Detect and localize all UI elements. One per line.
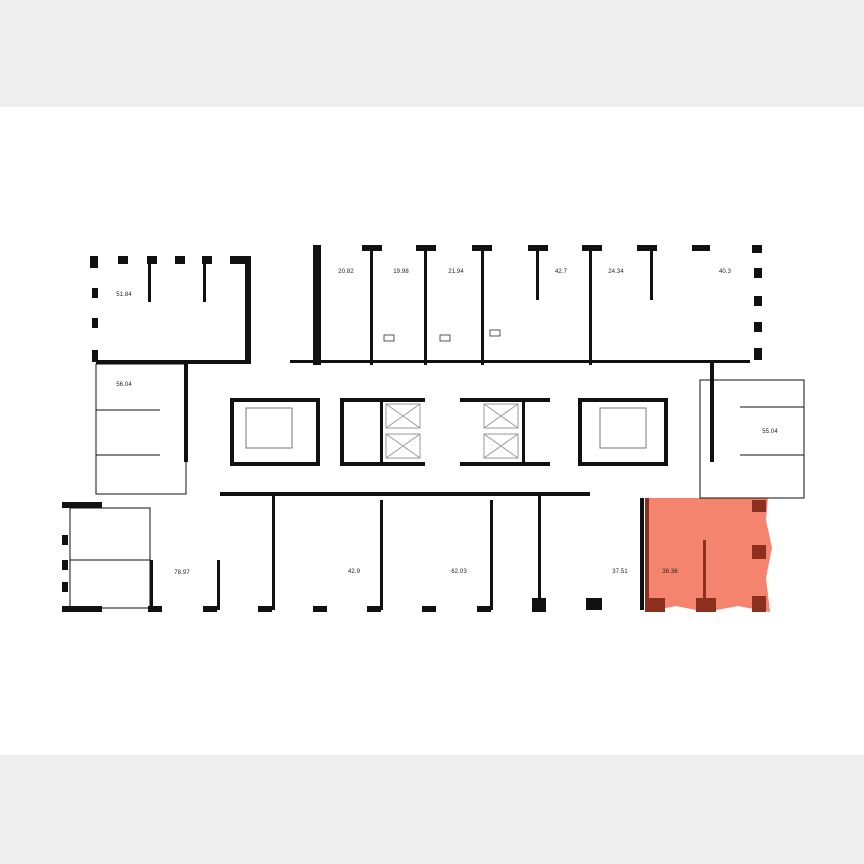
floor-plan-sheet: 51.84 20.82 19.98 21.94 42.7 24.34 40.3 … <box>0 107 864 755</box>
selected-unit-area-label[interactable]: 36.36 <box>662 569 678 575</box>
unit-area-label[interactable]: 40.3 <box>718 269 732 275</box>
unit-area-label[interactable]: 62.03 <box>451 569 467 575</box>
floor-plan-drawing <box>62 245 805 612</box>
unit-area-label[interactable]: 56.04 <box>116 382 132 388</box>
unit-area-label[interactable]: 21.94 <box>448 269 464 275</box>
unit-area-label[interactable]: 42.7 <box>554 269 568 275</box>
unit-area-label[interactable]: 24.34 <box>608 269 624 275</box>
selected-unit-highlight[interactable] <box>645 498 772 612</box>
thin-walls <box>69 329 805 609</box>
unit-area-label[interactable]: 78.97 <box>174 570 190 576</box>
unit-area-label[interactable]: 19.98 <box>393 269 409 275</box>
unit-area-label[interactable]: 42.9 <box>347 569 361 575</box>
unit-area-label[interactable]: 37.51 <box>612 569 628 575</box>
unit-area-label[interactable]: 51.84 <box>116 292 132 298</box>
unit-area-label[interactable]: 55.04 <box>762 429 778 435</box>
walls <box>62 245 766 612</box>
unit-area-label[interactable]: 20.82 <box>338 269 354 275</box>
